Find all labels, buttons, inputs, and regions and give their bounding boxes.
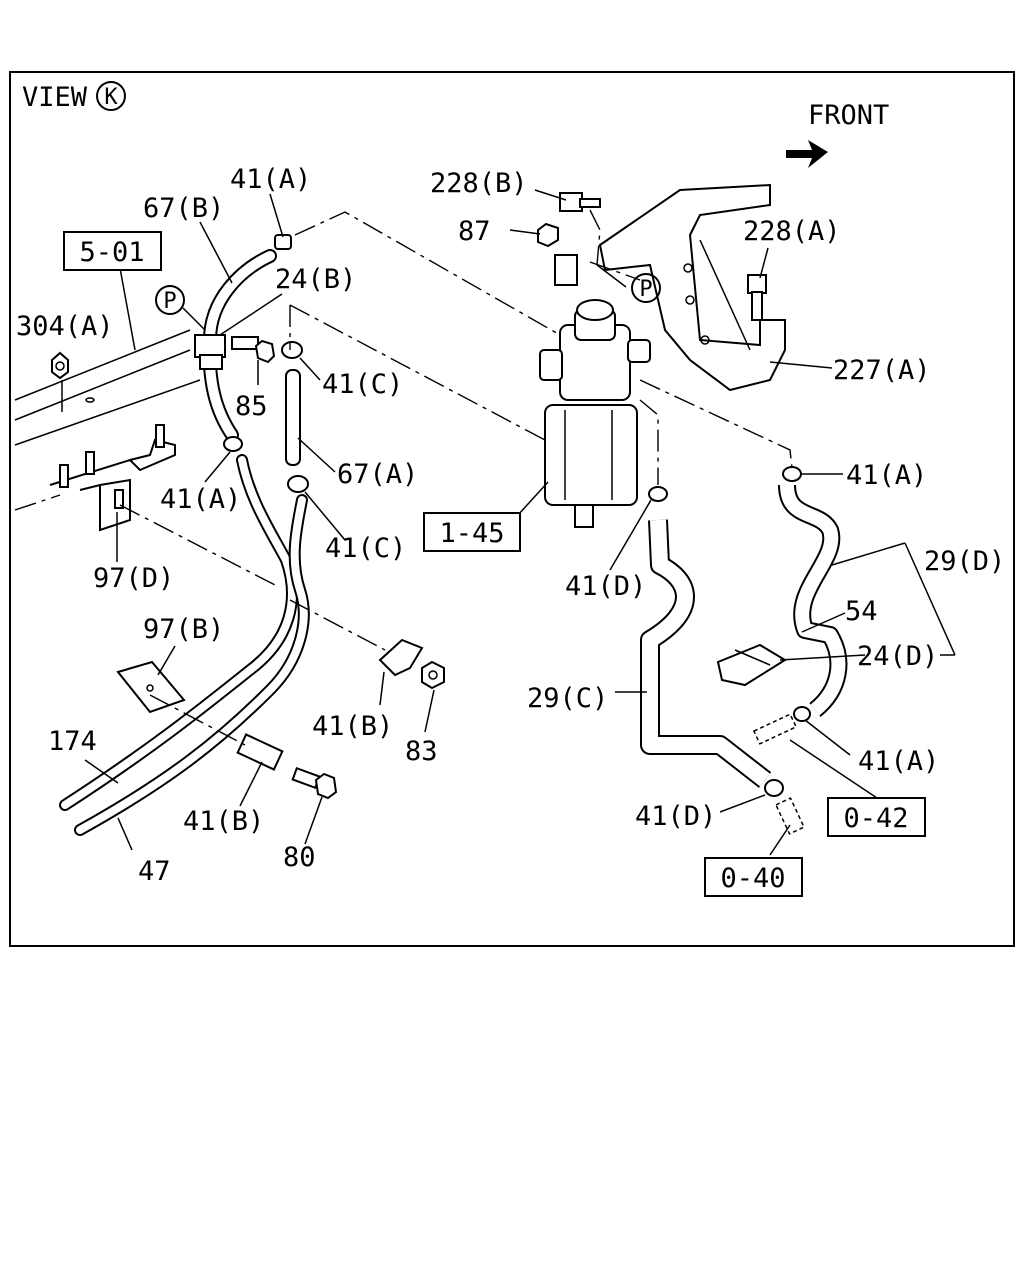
label-41a-top: 41(A) [230, 164, 311, 195]
pipe-47 [74, 494, 310, 836]
label-174: 174 [48, 726, 97, 757]
label-67b: 67(B) [143, 193, 224, 224]
clamp-41c-upper [281, 341, 303, 359]
svg-text:0-42: 0-42 [843, 803, 908, 834]
svg-text:P: P [639, 277, 652, 302]
svg-text:P: P [163, 289, 176, 314]
nut-83 [421, 660, 445, 690]
fuel-filter-assembly [539, 299, 651, 528]
boxed-ref-0-40: 0-40 [704, 857, 803, 897]
label-304a: 304(A) [16, 311, 114, 342]
label-41d-lower: 41(D) [635, 801, 716, 832]
clamp-41a-left [223, 436, 243, 452]
label-41d-upper: 41(D) [565, 571, 646, 602]
label-41a-lower-right: 41(A) [858, 746, 939, 777]
clamp-41a-right [782, 466, 802, 482]
nut-304a [51, 351, 69, 380]
clamp-41d-lower [764, 779, 784, 797]
bracket-97b [116, 660, 186, 714]
label-29d: 29(D) [924, 546, 1005, 577]
nut-87 [537, 222, 559, 248]
pipe-174 [59, 454, 298, 811]
bracket-227a [554, 183, 786, 392]
bolt-228a [747, 274, 767, 321]
frame-rail [14, 329, 201, 511]
label-54: 54 [845, 596, 878, 627]
label-228b: 228(B) [430, 168, 528, 199]
label-87: 87 [458, 216, 491, 247]
clip-24d [716, 643, 787, 687]
hose-29c [640, 519, 772, 788]
label-41a-left: 41(A) [160, 484, 241, 515]
label-67a: 67(A) [337, 459, 418, 490]
hose-29d [778, 484, 848, 718]
bracket-97d [49, 424, 176, 532]
label-24d: 24(D) [857, 641, 938, 672]
view-title: VIEW [22, 82, 88, 113]
label-83: 83 [405, 736, 438, 767]
label-80: 80 [283, 842, 316, 873]
label-24b: 24(B) [275, 264, 356, 295]
connector-0-42 [752, 713, 798, 745]
label-41b-clip: 41(B) [312, 711, 393, 742]
view-letter: K [104, 85, 118, 110]
clip-41b-upper [378, 638, 424, 677]
diagram-frame [9, 71, 1015, 947]
label-85: 85 [235, 391, 268, 422]
view-letter-circle [96, 81, 126, 111]
label-29c: 29(C) [527, 683, 608, 714]
label-47: 47 [138, 856, 171, 887]
svg-text:1-45: 1-45 [439, 518, 504, 549]
label-41b-lower: 41(B) [183, 806, 264, 837]
label-41a-right: 41(A) [846, 460, 927, 491]
leader-lines [61, 189, 956, 856]
svg-text:0-40: 0-40 [720, 863, 785, 894]
bolt-85 [231, 336, 276, 364]
front-arrow-icon [786, 140, 828, 168]
connector-0-40 [774, 797, 806, 835]
label-227a: 227(A) [833, 355, 931, 386]
clamp-41a-top [274, 234, 292, 250]
guide-lines [119, 209, 793, 746]
bolt-80 [291, 766, 338, 800]
label-41c-lower: 41(C) [325, 533, 406, 564]
marker-p-right: P [631, 273, 661, 303]
boxed-ref-1-45: 1-45 [423, 512, 521, 552]
clamp-41c-lower [287, 475, 309, 493]
clamp-41d-upper [648, 486, 668, 502]
label-97d: 97(D) [93, 563, 174, 594]
clip-24b [194, 334, 226, 370]
marker-p-left: P [155, 285, 185, 315]
boxed-ref-5-01: 5-01 [63, 231, 162, 271]
svg-text:5-01: 5-01 [79, 237, 144, 268]
clip-41b-lower [236, 733, 284, 771]
hose-67a [285, 369, 301, 466]
front-label: FRONT [808, 100, 889, 131]
label-228a: 228(A) [743, 216, 841, 247]
label-97b: 97(B) [143, 614, 224, 645]
clamp-41a-lower-right [793, 706, 811, 722]
bolt-228b [559, 192, 601, 212]
boxed-ref-0-42: 0-42 [827, 797, 926, 837]
label-41c-upper: 41(C) [322, 369, 403, 400]
